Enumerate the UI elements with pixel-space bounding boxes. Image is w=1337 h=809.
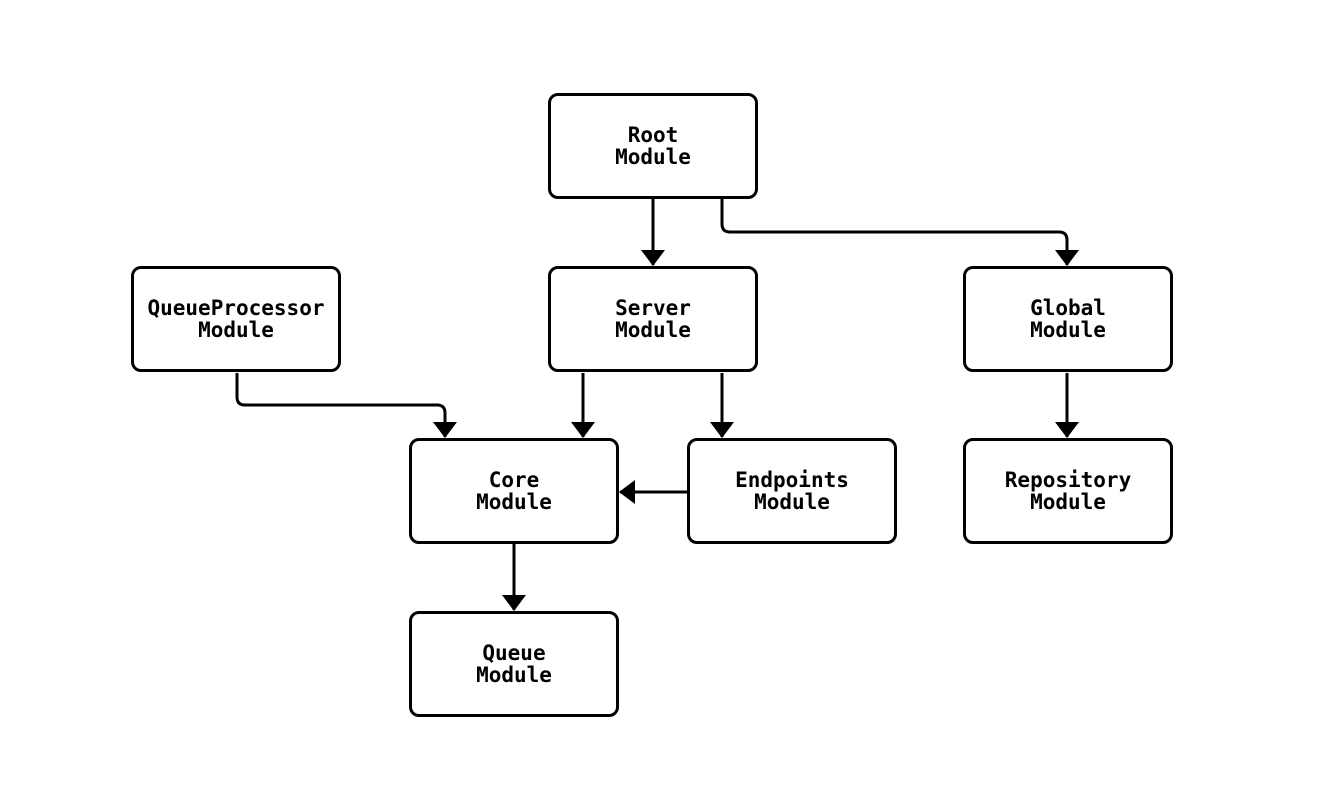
edge-queueprocessor-to-core: [235, 373, 457, 438]
node-root-module: Root Module: [548, 93, 758, 199]
node-server-module: Server Module: [548, 266, 758, 372]
node-queueprocessor-module: QueueProcessor Module: [131, 266, 341, 372]
node-global-module: Global Module: [963, 266, 1173, 372]
node-queue-module: Queue Module: [409, 611, 619, 717]
node-core-module: Core Module: [409, 438, 619, 544]
node-repository-module: Repository Module: [963, 438, 1173, 544]
node-endpoints-module: Endpoints Module: [687, 438, 897, 544]
edge-root-to-global: [720, 198, 1079, 266]
